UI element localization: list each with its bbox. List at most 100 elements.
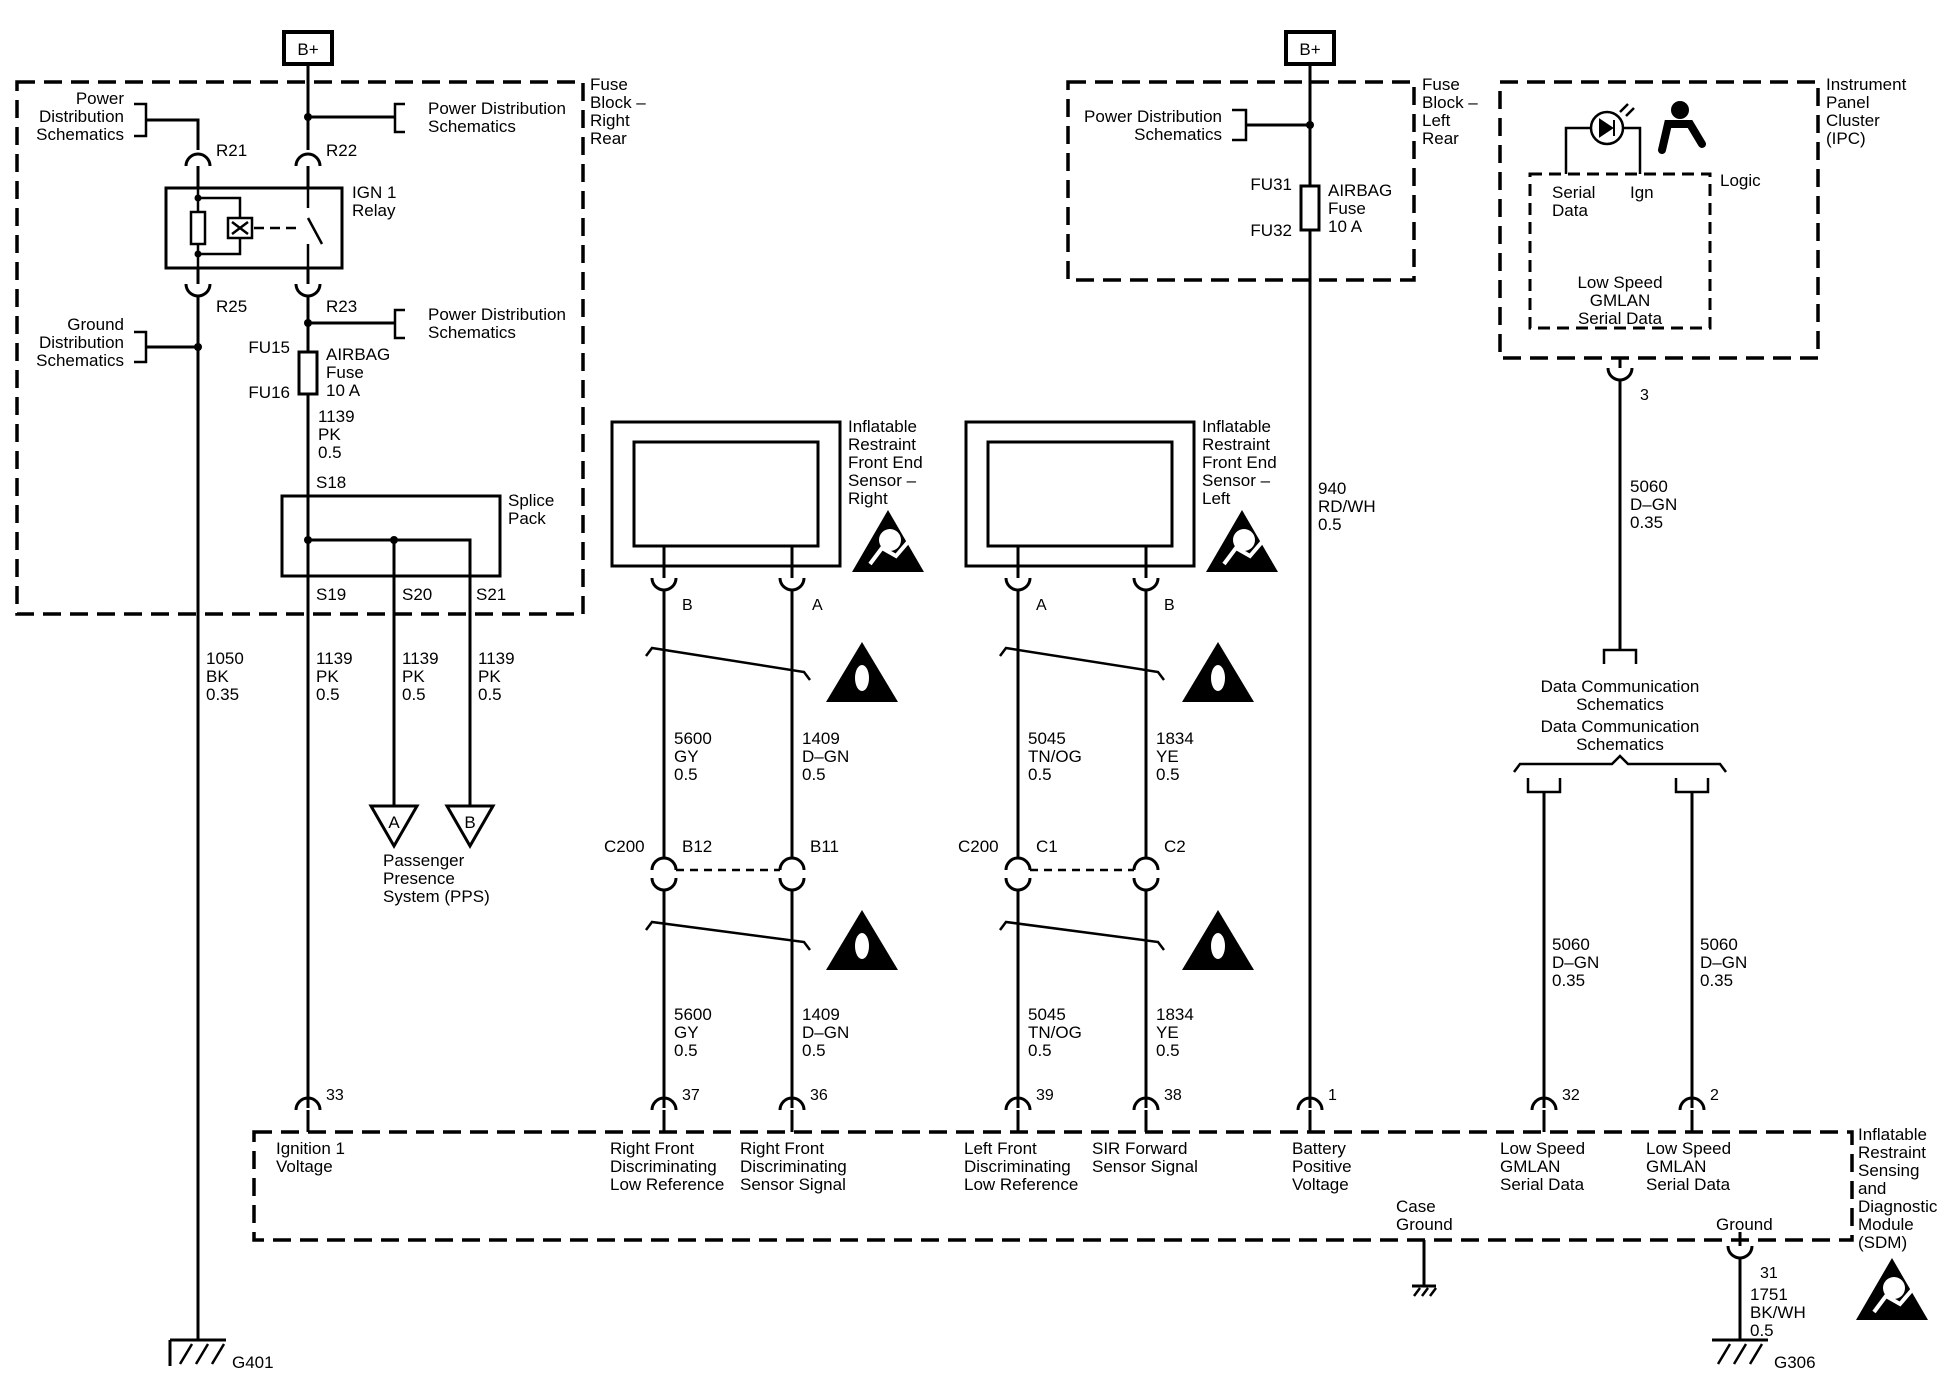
wire-5060-right-label: 5060 D–GN 0.35	[1700, 935, 1747, 990]
pps-label: Passenger Presence System (PPS)	[383, 851, 490, 906]
svg-text:Restraint: Restraint	[1858, 1143, 1926, 1162]
sdm-connector-31	[1726, 1245, 1754, 1260]
svg-text:Right: Right	[848, 489, 888, 508]
svg-text:0.5: 0.5	[674, 1041, 698, 1060]
wire-5060-left-label: 5060 D–GN 0.35	[1552, 935, 1599, 990]
ipc-lan-label: Low Speed GMLAN Serial Data	[1577, 273, 1662, 328]
wire-5600a-label: 5600 GY 0.5	[674, 729, 712, 784]
left-power-dist-bracket	[1232, 108, 1248, 142]
splice-pack-label: Splice Pack	[508, 491, 554, 528]
svg-text:Passenger: Passenger	[383, 851, 465, 870]
svg-text:D–GN: D–GN	[1552, 953, 1599, 972]
ipc-ign-label: Ign	[1630, 183, 1654, 202]
svg-text:0.5: 0.5	[402, 685, 426, 704]
svg-text:Left Front: Left Front	[964, 1139, 1037, 1158]
svg-text:1139: 1139	[316, 649, 353, 668]
fu15-label: FU15	[248, 338, 290, 357]
svg-text:1834: 1834	[1156, 1005, 1194, 1024]
sensor-left: Inflatable Restraint Front End Sensor – …	[964, 417, 1280, 574]
label-r23: R23	[326, 297, 357, 316]
svg-text:YE: YE	[1156, 1023, 1179, 1042]
svg-text:PK: PK	[316, 667, 339, 686]
svg-text:Right Front: Right Front	[610, 1139, 694, 1158]
svg-text:Sensor –: Sensor –	[848, 471, 917, 490]
svg-text:D–GN: D–GN	[802, 747, 849, 766]
sdm-rfdlr-label: Right Front Discriminating Low Reference	[610, 1139, 724, 1194]
wire-5060-top-label: 5060 D–GN 0.35	[1630, 477, 1677, 532]
svg-text:0.5: 0.5	[1750, 1321, 1774, 1340]
svg-text:Rear: Rear	[590, 129, 627, 148]
svg-text:Block –: Block –	[590, 93, 646, 112]
datacomm-bracket-top	[1602, 648, 1638, 664]
fu31-label: FU31	[1250, 175, 1292, 194]
wire-1751-label: 1751 BK/WH 0.5	[1750, 1285, 1806, 1340]
svg-text:Serial: Serial	[1552, 183, 1595, 202]
svg-text:Schematics: Schematics	[36, 125, 124, 144]
svg-text:1409: 1409	[802, 1005, 840, 1024]
svg-text:Fuse: Fuse	[1422, 75, 1460, 94]
svg-text:Power Distribution: Power Distribution	[428, 99, 566, 118]
svg-text:1409: 1409	[802, 729, 840, 748]
label-r21: R21	[216, 141, 247, 160]
sdm-pin-37: 37	[682, 1087, 700, 1104]
label-r25: R25	[216, 297, 247, 316]
svg-text:Front End: Front End	[1202, 453, 1277, 472]
wire-1834b-label: 1834 YE 0.5	[1156, 1005, 1194, 1060]
fu16-label: FU16	[248, 383, 290, 402]
sdm-outline	[252, 1130, 1854, 1242]
wire-1139b-label: 1139 PK 0.5	[402, 649, 439, 704]
svg-text:Left: Left	[1422, 111, 1451, 130]
svg-text:GMLAN: GMLAN	[1500, 1157, 1560, 1176]
svg-text:Schematics: Schematics	[1576, 695, 1664, 714]
svg-text:0.5: 0.5	[674, 765, 698, 784]
svg-text:(IPC): (IPC)	[1826, 129, 1866, 148]
connector-r23	[294, 283, 322, 298]
svg-text:0.5: 0.5	[1318, 515, 1342, 534]
ground-dist-bracket	[134, 330, 148, 364]
power-dist-bracket-2	[393, 308, 405, 340]
sdm-pin-38: 38	[1164, 1087, 1182, 1104]
svg-text:B+: B+	[297, 40, 318, 59]
svg-text:940: 940	[1318, 479, 1346, 498]
wire-5600b-label: 5600 GY 0.5	[674, 1005, 712, 1060]
svg-text:Restraint: Restraint	[1202, 435, 1270, 454]
c2-label: C2	[1164, 837, 1186, 856]
fu32-label: FU32	[1250, 221, 1292, 240]
svg-text:Battery: Battery	[1292, 1139, 1346, 1158]
warning-icon-4	[1182, 910, 1254, 970]
splice-bus-dot-2	[390, 536, 398, 544]
s18-label: S18	[316, 473, 346, 492]
svg-text:0.5: 0.5	[318, 443, 342, 462]
fuse-block-left-title: Fuse Block – Left Rear	[1422, 75, 1478, 148]
svg-text:BK/WH: BK/WH	[1750, 1303, 1806, 1322]
svg-text:A: A	[388, 813, 400, 832]
svg-text:Serial Data: Serial Data	[1646, 1175, 1731, 1194]
relay-coil	[189, 188, 300, 268]
svg-text:1050: 1050	[206, 649, 244, 668]
ign1-relay-box	[164, 186, 344, 270]
sdm-case-ground-label: Case Ground	[1396, 1197, 1453, 1234]
svg-text:YE: YE	[1156, 747, 1179, 766]
svg-text:Splice: Splice	[508, 491, 554, 510]
svg-text:Schematics: Schematics	[36, 351, 124, 370]
svg-text:5045: 5045	[1028, 1005, 1066, 1024]
power-dist-label-left: Power Distribution Schematics	[36, 89, 124, 144]
svg-text:Inflatable: Inflatable	[1202, 417, 1271, 436]
svg-text:PK: PK	[478, 667, 501, 686]
ground-dist-label: Ground Distribution Schematics	[36, 315, 124, 370]
warning-icon-3	[826, 910, 898, 970]
sdm-sirf-label: SIR Forward Sensor Signal	[1092, 1139, 1198, 1176]
wire-1834a-label: 1834 YE 0.5	[1156, 729, 1194, 784]
svg-text:10 A: 10 A	[326, 381, 361, 400]
fuse-block-right-outline	[15, 80, 585, 616]
airbag-fuse-right	[297, 350, 319, 396]
ipc-connector-3	[1606, 367, 1634, 382]
svg-text:Sensor Signal: Sensor Signal	[740, 1175, 846, 1194]
svg-text:Pack: Pack	[508, 509, 546, 528]
wire-1139c-label: 1139 PK 0.5	[478, 649, 515, 704]
airbag-fuse-right-label: AIRBAG Fuse 10 A	[326, 345, 390, 400]
pps-arrow-a: A	[368, 804, 420, 850]
sdm-pin-31: 31	[1760, 1265, 1778, 1282]
ground-symbol-g401: G401	[168, 1338, 274, 1372]
